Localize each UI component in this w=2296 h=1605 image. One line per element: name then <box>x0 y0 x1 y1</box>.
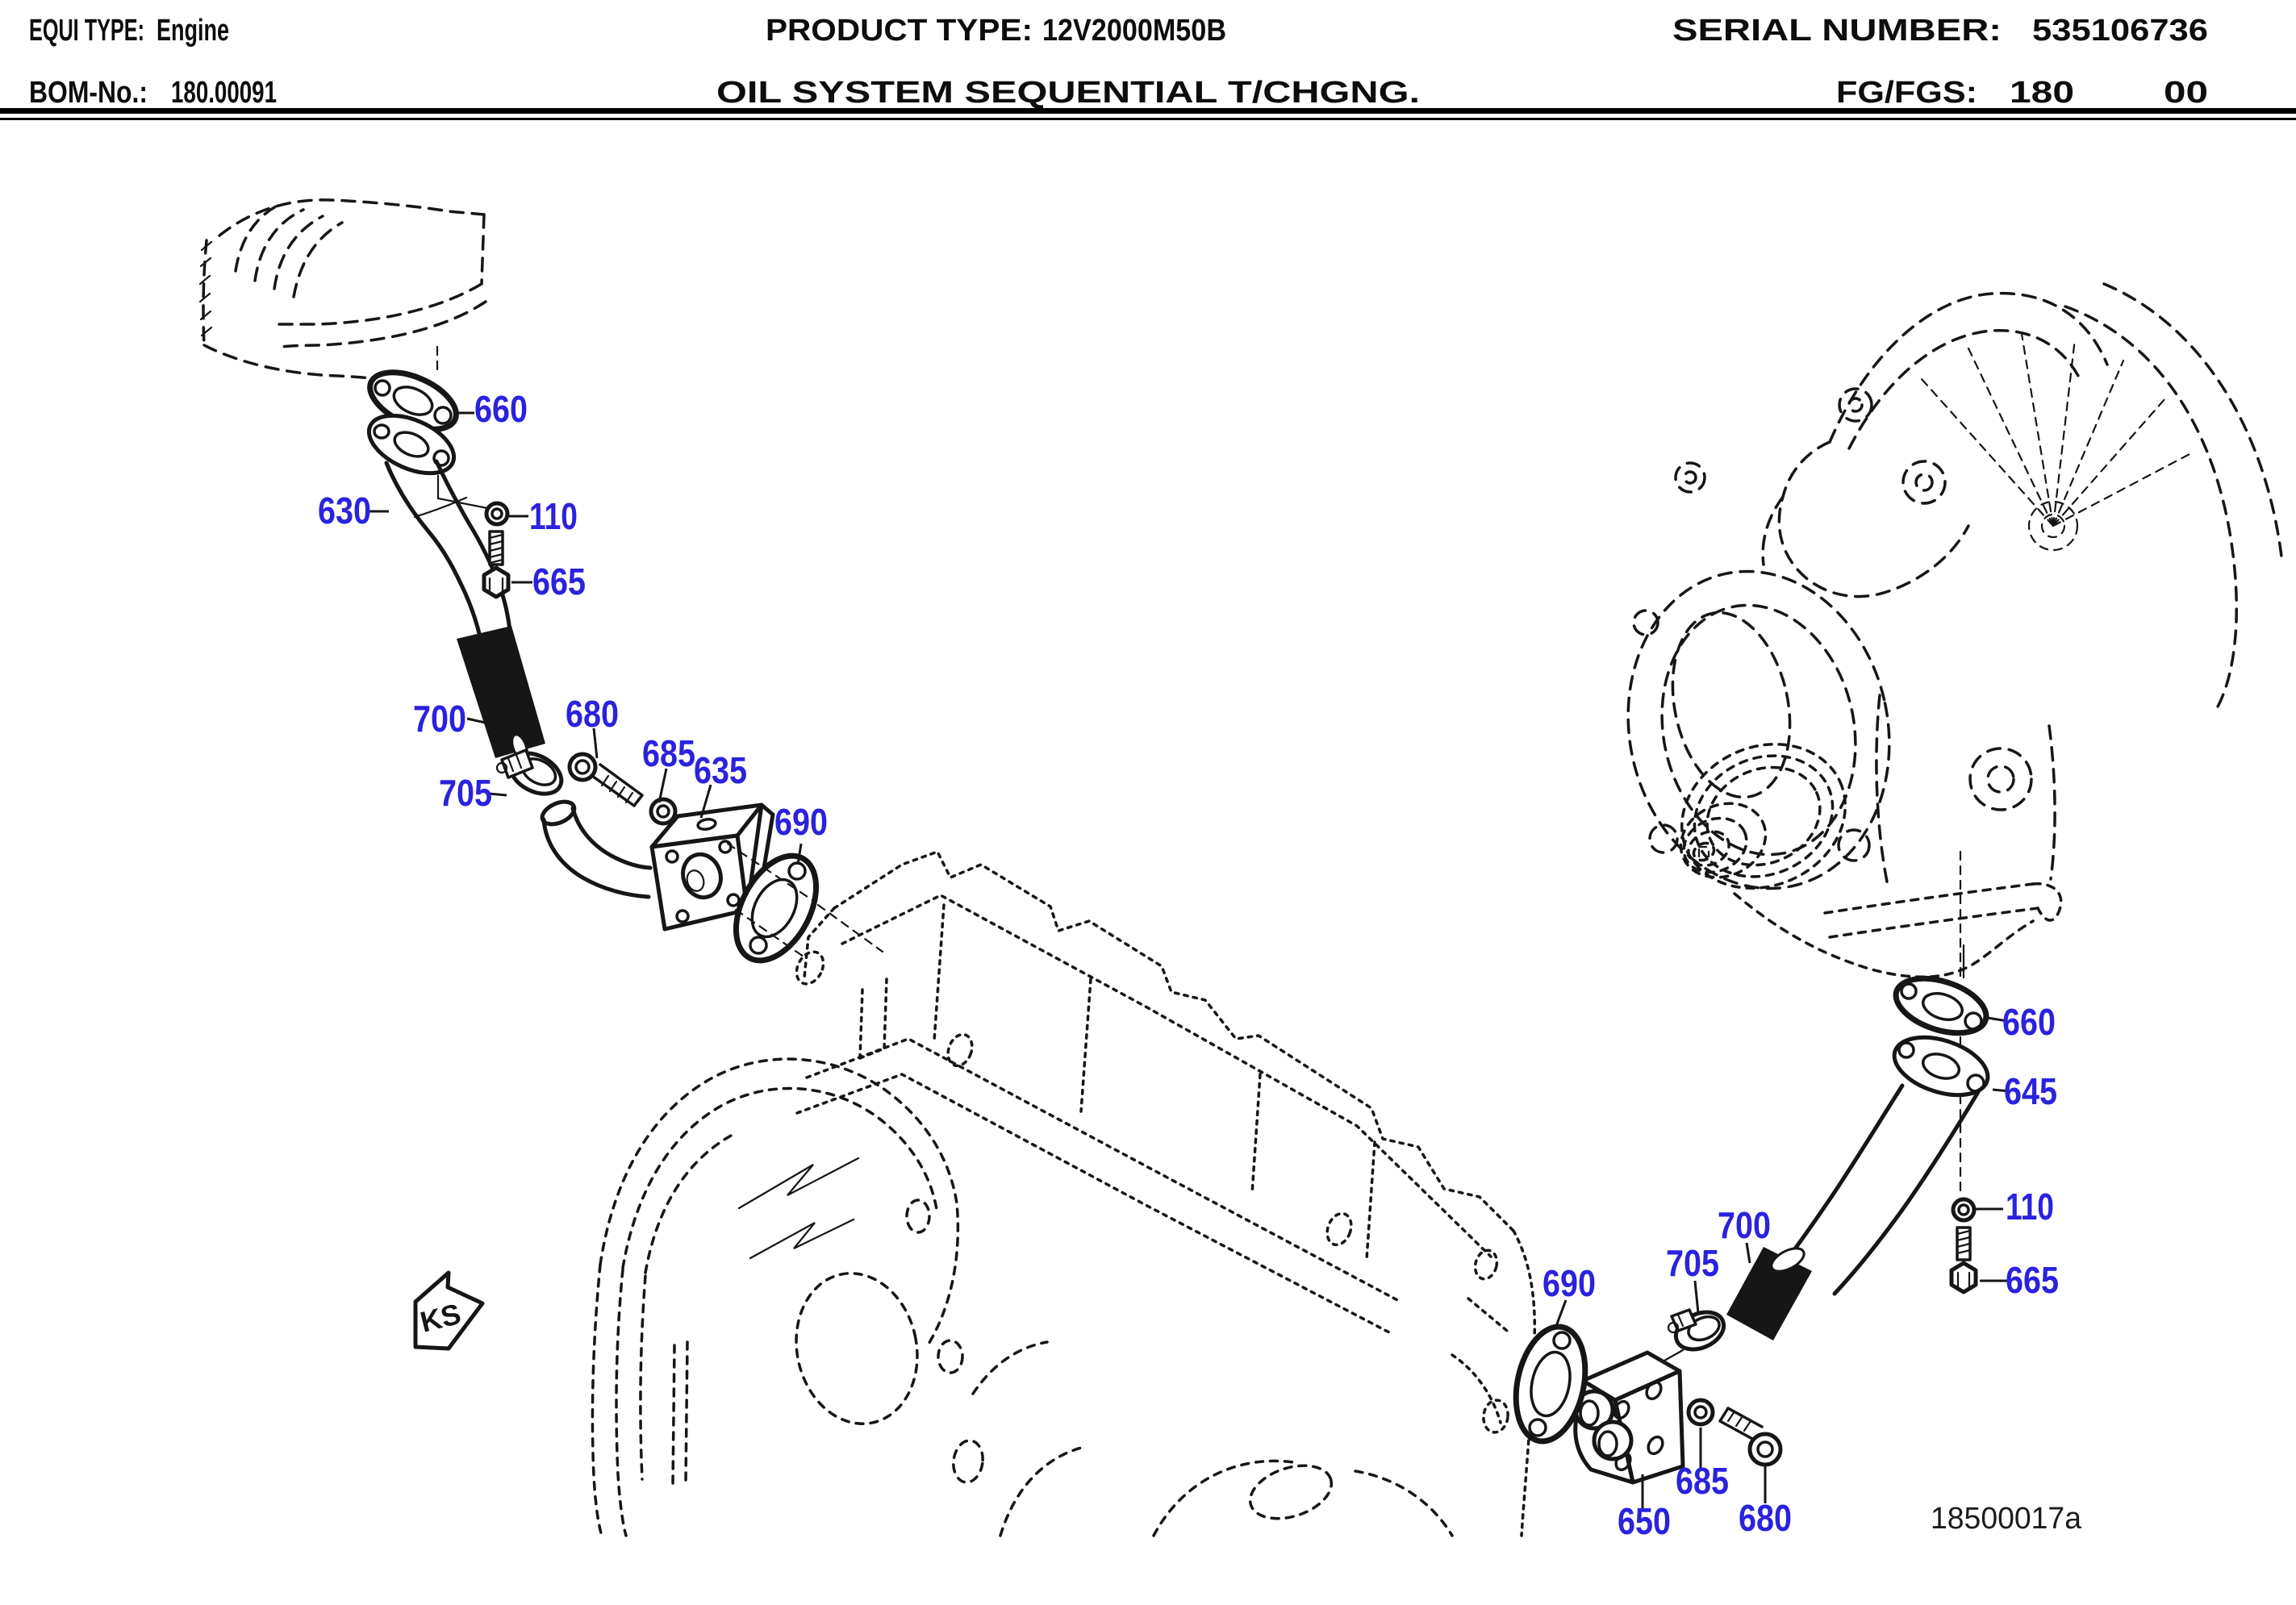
callout-630-left[interactable]: 630 <box>318 490 371 532</box>
product-type-label: PRODUCT TYPE: <box>766 14 1033 48</box>
header-divider-thick <box>0 108 2296 114</box>
callout-650-right[interactable]: 650 <box>1618 1500 1671 1542</box>
washer-685-left <box>649 797 678 826</box>
callout-645-right[interactable]: 645 <box>2004 1070 2057 1112</box>
elbow-pipe-left <box>540 799 653 899</box>
callout-705-left[interactable]: 705 <box>439 772 492 814</box>
turbocharger-hidden-outline <box>1626 282 2283 890</box>
pulley-hidden-outline <box>1679 743 1847 890</box>
turbo-bracket-hidden <box>1733 882 2063 979</box>
cylinder-head-hatch-marks <box>198 240 213 337</box>
fg-fgs-label: FG/FGS: <box>1836 76 1977 110</box>
view-arrow-icon <box>413 1270 485 1351</box>
break-lines <box>737 1157 860 1260</box>
washer-685-right <box>1686 1398 1715 1427</box>
engine-block-manifold-hidden <box>795 850 1537 1537</box>
alignment-lines-left <box>726 842 884 958</box>
bom-number-value: 180.00091 <box>171 76 277 110</box>
hose-clamp-705-left <box>495 748 564 796</box>
adapter-block-650 <box>1573 1350 1685 1485</box>
callout-690-right[interactable]: 690 <box>1542 1262 1596 1304</box>
gasket-690-left <box>733 853 820 964</box>
callout-labels: 660 630 110 665 700 705 680 685 635 690 … <box>318 388 2059 1542</box>
bolt-680-right <box>1718 1407 1783 1467</box>
header-divider-thin <box>0 118 2296 120</box>
callout-690-left[interactable]: 690 <box>774 801 828 843</box>
hose-700-left <box>457 626 545 761</box>
callout-660-left[interactable]: 660 <box>474 388 528 430</box>
adapter-block-635 <box>649 802 775 932</box>
bolt-665-right <box>1949 1226 1978 1294</box>
callout-700-right[interactable]: 700 <box>1718 1204 1771 1246</box>
compressor-wheel-spokes <box>1920 332 2193 552</box>
serial-number-label: SERIAL NUMBER: <box>1672 14 2002 48</box>
callout-680-right[interactable]: 680 <box>1739 1497 1792 1539</box>
gasket-690-right <box>1513 1324 1588 1444</box>
equi-type-value: Engine <box>157 14 229 48</box>
callout-685-left[interactable]: 685 <box>642 732 695 774</box>
callout-665-left[interactable]: 665 <box>532 561 586 602</box>
view-direction-marker: KS <box>413 1270 485 1351</box>
callout-685-right[interactable]: 685 <box>1676 1460 1729 1502</box>
bolt-680-left <box>567 752 644 807</box>
washer-110-right <box>1951 1197 1977 1223</box>
bom-number-label: BOM-No.: <box>29 76 148 110</box>
oil-return-pipe-630 <box>366 413 512 643</box>
callout-110-right[interactable]: 110 <box>2006 1186 2054 1228</box>
callout-leader-lines <box>369 411 2010 1508</box>
hose-700-right <box>1726 1247 1812 1340</box>
alignment-line-110-left <box>436 474 489 510</box>
product-type-value: 12V2000M50B <box>1042 14 1226 48</box>
fg-fgs-value: 180 <box>2010 76 2074 110</box>
page-title: OIL SYSTEM SEQUENTIAL T/CHGNG. <box>716 76 1420 110</box>
cylinder-head-hidden-outline <box>202 198 487 394</box>
callout-110-left[interactable]: 110 <box>529 495 578 537</box>
equi-type-label: EQUI TYPE: <box>29 14 144 48</box>
fg-fgs-suffix: 00 <box>2164 76 2208 110</box>
callout-665-right[interactable]: 665 <box>2006 1259 2059 1301</box>
bolt-665-left <box>482 530 511 599</box>
drawing-number: 18500017a <box>1931 1502 2082 1536</box>
serial-number-value: 535106736 <box>2032 14 2208 48</box>
hose-clamp-705-right <box>1667 1308 1726 1352</box>
callout-680-left[interactable]: 680 <box>566 693 619 735</box>
washer-110-left <box>484 501 510 527</box>
callout-700-left[interactable]: 700 <box>413 698 466 740</box>
flywheel-housing-hidden <box>591 1057 1454 1537</box>
header: EQUI TYPE: Engine PRODUCT TYPE: 12V2000M… <box>0 14 2296 120</box>
callout-705-right[interactable]: 705 <box>1666 1242 1719 1284</box>
callout-635-left[interactable]: 635 <box>694 749 747 791</box>
gasket-660-right <box>1893 975 1989 1036</box>
callout-660-right[interactable]: 660 <box>2002 1001 2056 1043</box>
